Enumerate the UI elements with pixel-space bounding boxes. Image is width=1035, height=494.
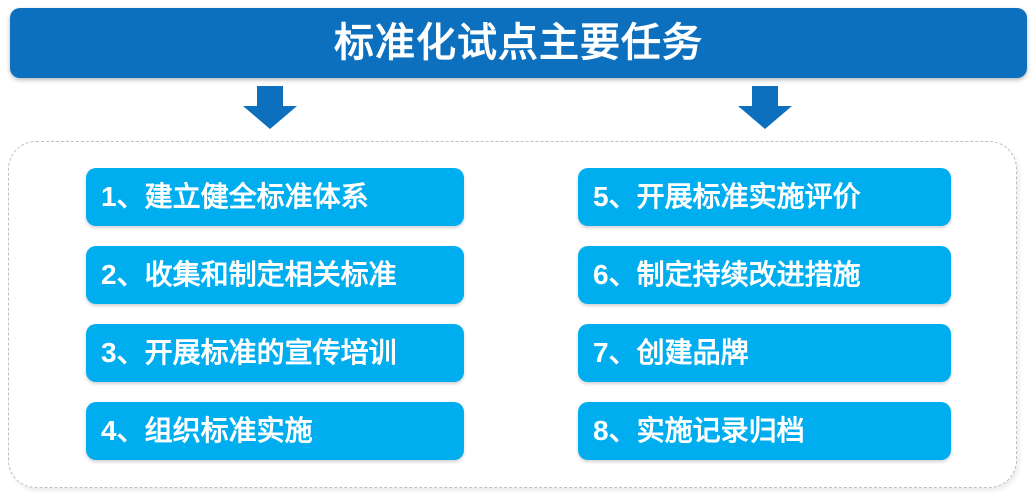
task-item-label: 6、制定持续改进措施 bbox=[593, 259, 861, 290]
task-item-5: 5、开展标准实施评价 bbox=[578, 168, 951, 226]
task-item-2: 2、收集和制定相关标准 bbox=[86, 246, 464, 304]
down-arrow-icon bbox=[738, 86, 792, 129]
task-item-label: 1、建立健全标准体系 bbox=[101, 181, 369, 212]
task-item-label: 7、创建品牌 bbox=[593, 337, 749, 368]
task-item-label: 2、收集和制定相关标准 bbox=[101, 259, 397, 290]
task-item-8: 8、实施记录归档 bbox=[578, 402, 951, 460]
tasks-column-left: 1、建立健全标准体系 2、收集和制定相关标准 3、开展标准的宣传培训 4、组织标… bbox=[86, 168, 464, 480]
page-title: 标准化试点主要任务 bbox=[334, 21, 703, 65]
task-item-label: 4、组织标准实施 bbox=[101, 415, 313, 446]
title-banner: 标准化试点主要任务 bbox=[10, 8, 1027, 78]
task-item-label: 5、开展标准实施评价 bbox=[593, 181, 861, 212]
task-item-6: 6、制定持续改进措施 bbox=[578, 246, 951, 304]
task-item-label: 8、实施记录归档 bbox=[593, 415, 805, 446]
tasks-panel: 1、建立健全标准体系 2、收集和制定相关标准 3、开展标准的宣传培训 4、组织标… bbox=[8, 141, 1017, 488]
task-item-3: 3、开展标准的宣传培训 bbox=[86, 324, 464, 382]
task-item-label: 3、开展标准的宣传培训 bbox=[101, 337, 397, 368]
task-item-1: 1、建立健全标准体系 bbox=[86, 168, 464, 226]
down-arrow-icon bbox=[243, 86, 297, 129]
tasks-column-right: 5、开展标准实施评价 6、制定持续改进措施 7、创建品牌 8、实施记录归档 bbox=[578, 168, 951, 480]
task-item-7: 7、创建品牌 bbox=[578, 324, 951, 382]
task-item-4: 4、组织标准实施 bbox=[86, 402, 464, 460]
